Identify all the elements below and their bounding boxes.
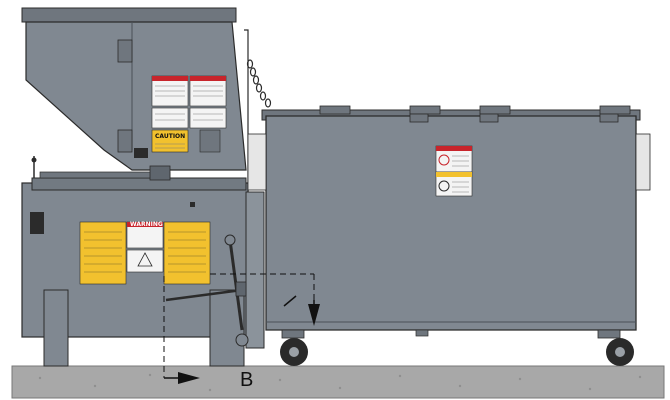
warning-triangle-icon bbox=[137, 252, 153, 267]
arrow-right-icon bbox=[164, 372, 200, 384]
wheel-icon bbox=[606, 338, 634, 366]
base-decals: WARNING bbox=[79, 221, 211, 285]
section-lines bbox=[163, 273, 315, 378]
ground-slab bbox=[11, 365, 665, 399]
hopper-decals: CAUTION bbox=[134, 75, 227, 158]
caution-decal-label: CAUTION bbox=[155, 133, 185, 140]
linkage-lever bbox=[165, 234, 249, 347]
container-decals bbox=[435, 145, 473, 197]
arrow-down-icon bbox=[308, 300, 320, 326]
hopper-body bbox=[21, 7, 247, 171]
container bbox=[247, 105, 651, 337]
warning-decal-label: WARNING bbox=[130, 221, 163, 228]
wheel-right bbox=[597, 329, 634, 366]
wheel-icon bbox=[280, 338, 308, 366]
wheel-left bbox=[280, 329, 308, 366]
section-callout-b: B bbox=[240, 369, 253, 391]
